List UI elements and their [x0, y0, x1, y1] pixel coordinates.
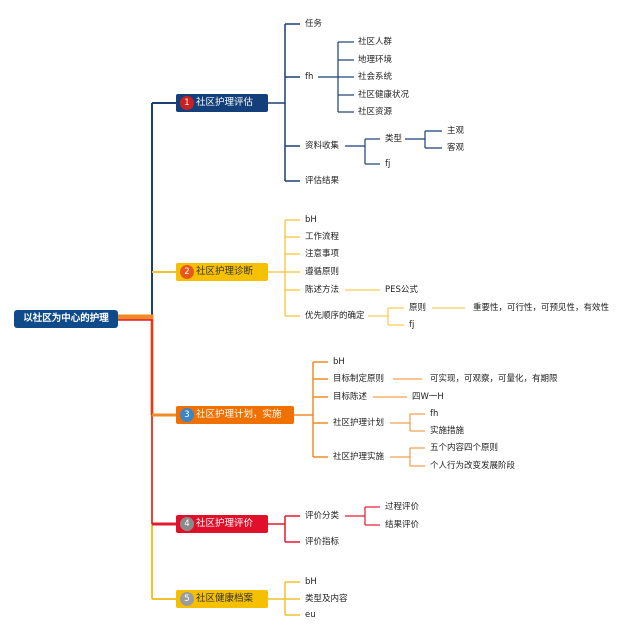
node-data-collection: 资料收集	[305, 141, 340, 151]
badge-number-5: 5	[180, 592, 194, 606]
branch-label: 社区护理诊断	[196, 266, 254, 277]
badge-number-1: 1	[180, 96, 194, 110]
node-fh-3: fh	[430, 409, 439, 419]
node-health-status: 社区健康状况	[358, 90, 410, 100]
node-bh-2: bH	[305, 215, 317, 225]
branch-node-health-records: 5 社区健康档案	[176, 590, 268, 608]
branch-node-evaluation: 4 社区护理评价	[176, 515, 268, 533]
node-notes: 注意事项	[305, 249, 340, 259]
node-eu: eu	[305, 610, 316, 620]
branch-label: 社区护理评价	[196, 518, 254, 529]
node-nursing-plan: 社区护理计划	[333, 418, 385, 428]
branch-label: 社区护理计划，实施	[196, 409, 282, 420]
node-behavior-stages: 个人行为改变发展阶段	[430, 461, 516, 471]
node-statement-method: 陈述方法	[305, 285, 340, 295]
node-types-content: 类型及内容	[305, 594, 348, 604]
branch-label: 社区健康档案	[196, 593, 254, 604]
node-objective: 客观	[447, 143, 465, 153]
node-process-eval: 过程评价	[385, 502, 420, 512]
node-five-contents: 五个内容四个原则	[430, 443, 499, 453]
node-goal-principles-detail: 可实现，可观察，可量化，有期限	[430, 374, 558, 384]
node-social-system: 社会系统	[358, 72, 393, 82]
node-fj-1: fj	[385, 159, 391, 169]
node-4w1h: 四W一H	[412, 392, 444, 402]
node-principles: 遵循原则	[305, 267, 340, 277]
node-geography: 地理环境	[358, 55, 393, 65]
branch-node-assessment: 1 社区护理评估	[176, 94, 268, 112]
branch-label: 社区护理评估	[196, 97, 254, 108]
node-principle: 原则	[409, 303, 427, 313]
node-workflow: 工作流程	[305, 232, 340, 242]
node-principle-detail: 重要性，可行性，可预见性，有效性	[473, 303, 610, 313]
node-outcome-eval: 结果评价	[385, 520, 420, 530]
badge-number-4: 4	[180, 517, 194, 531]
node-assessment-result: 评估结果	[305, 176, 340, 186]
root-trunk-red	[118, 319, 153, 524]
node-subjective: 主观	[447, 126, 465, 136]
branch-node-diagnosis: 2 社区护理诊断	[176, 263, 268, 281]
badge-number-2: 2	[180, 265, 194, 279]
branch-node-planning: 3 社区护理计划，实施	[176, 406, 294, 424]
node-bh-5: bH	[305, 577, 317, 587]
node-fj-2: fj	[409, 320, 415, 330]
node-eval-indicators: 评价指标	[305, 537, 340, 547]
node-task: 任务	[305, 19, 323, 29]
root-node: 以社区为中心的护理	[14, 310, 118, 328]
node-pes: PES公式	[385, 285, 418, 295]
node-bh-3: bH	[333, 357, 345, 367]
node-goal-principles: 目标制定原则	[333, 374, 385, 384]
root-trunk-orange	[118, 314, 154, 415]
badge-number-3: 3	[180, 408, 194, 422]
node-type: 类型	[385, 134, 403, 144]
node-measures: 实施措施	[430, 426, 465, 436]
node-priority: 优先顺序的确定	[305, 311, 365, 321]
node-implementation: 社区护理实施	[333, 452, 385, 462]
node-community-resources: 社区资源	[358, 107, 393, 117]
node-eval-category: 评价分类	[305, 511, 340, 521]
node-community-population: 社区人群	[358, 37, 393, 47]
node-goal-statement: 目标陈述	[333, 392, 368, 402]
node-fh: fh	[305, 72, 314, 82]
